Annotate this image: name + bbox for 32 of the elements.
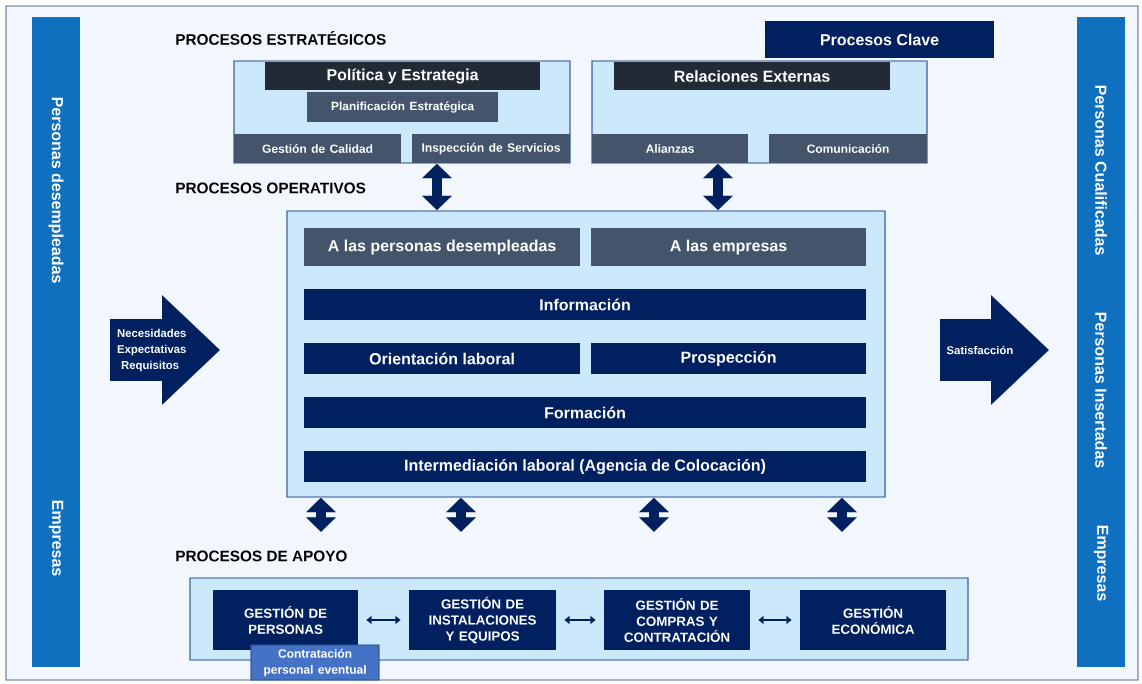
section-heading: PROCESOS ESTRATÉGICOS (176, 31, 386, 45)
process-box: Gestión de Calidad (234, 134, 401, 163)
bar-label: Empresas (48, 500, 64, 576)
process-box: Política y Estrategia (265, 62, 540, 90)
bar-label: Personas Cualificadas (1095, 85, 1107, 255)
section-heading: PROCESOS DE APOYO (176, 550, 347, 562)
double-arrow (758, 615, 792, 625)
bar-label: Personas Insertadas (1095, 312, 1107, 468)
process-box: Inspección de Servicios (412, 134, 570, 163)
process-box: A las personas desempleadas (304, 228, 580, 266)
process-box: Alianzas (592, 134, 748, 163)
process-box: Planificación Estratégica (307, 92, 498, 122)
double-arrow (564, 615, 596, 625)
section-heading: PROCESOS OPERATIVOS (176, 182, 366, 194)
process-box: GESTIÓN DE COMPRAS Y CONTRATACIÓN (604, 590, 750, 650)
process-box: Orientación laboral (304, 343, 580, 374)
process-box: Contratación personal eventual (250, 644, 380, 681)
process-box: GESTIÓN DE INSTALACIONES Y EQUIPOS (409, 590, 556, 650)
process-box: Formación (304, 397, 866, 428)
process-box: Relaciones Externas (614, 62, 890, 90)
bar-label: Personas desempleadas (48, 97, 64, 283)
double-arrow (366, 615, 401, 625)
process-box: Procesos Clave (765, 21, 994, 58)
side-bar (1077, 17, 1125, 667)
process-box: A las empresas (591, 228, 866, 266)
bar-label: Empresas (1093, 525, 1109, 601)
side-bar (32, 17, 80, 667)
process-box: GESTIÓN ECONÓMICA (800, 590, 946, 650)
process-box: Intermediación laboral (Agencia de Colocación) (304, 451, 866, 482)
process-box: Prospección (591, 343, 866, 374)
process-box: Información (304, 289, 866, 320)
process-box: Comunicación (769, 134, 927, 163)
